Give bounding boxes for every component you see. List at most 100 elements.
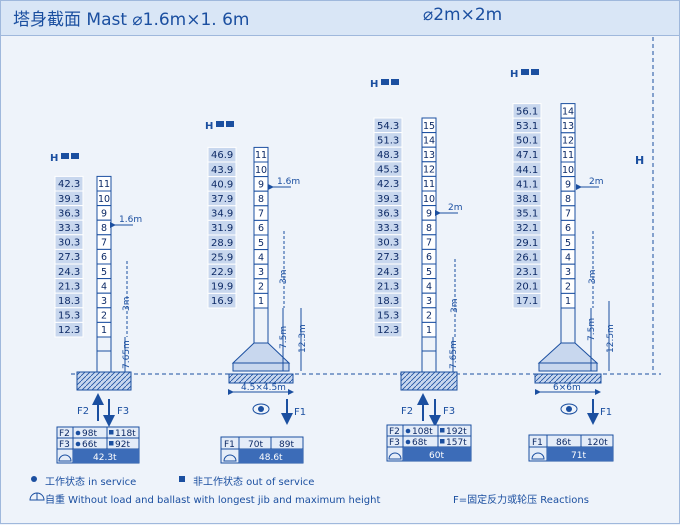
height-column: 46.943.940.937.934.931.928.925.922.919.9… [207,146,237,309]
svg-text:F3: F3 [59,440,70,450]
self-weight-value: 48.6t [259,453,283,463]
section-number: 5 [426,267,432,278]
f1-label: F1 [294,407,306,418]
height-value: 51.3 [377,135,399,146]
force-arrows: F1 [560,399,612,425]
section-number: 13 [562,121,574,132]
svg-text:F2: F2 [59,429,70,439]
section-number: 4 [565,252,571,263]
trolley-icon: H [370,79,399,90]
svg-text:H: H [205,121,213,132]
mast-section [96,321,112,338]
height-value: 33.3 [377,223,399,234]
height-value: 12.3 [58,325,80,336]
svg-text:192t: 192t [446,427,467,437]
height-value: 37.9 [211,194,233,205]
foundation-label: 4.5×4.5m [241,383,286,393]
section-number: 10 [562,165,574,176]
height-column: 42.339.336.333.330.327.324.321.318.315.3… [54,175,84,338]
section-number: 1 [101,325,107,336]
section-number: 4 [426,281,432,292]
height-dimension: H [635,37,654,371]
section-number: 15 [423,121,435,132]
f3-label: F3 [443,406,455,417]
height-value: 27.3 [377,252,399,263]
mast-width-label: 2m [448,203,463,213]
self-weight-icon [29,492,45,501]
height-value: 18.3 [58,296,80,307]
reaction-table: F2 108t 192t F3 68t 157t 60t [386,424,472,462]
mast-section [421,321,437,338]
section-height-label: 3m [450,299,460,314]
height-value: 35.1 [516,209,538,220]
legend-self-weight: 自重 Without load and ballast with longest… [45,495,381,506]
force-arrows: F2 F3 [401,393,455,427]
svg-text:68t: 68t [412,438,427,448]
section-number: 7 [426,238,432,249]
height-value: 36.3 [58,208,80,219]
height-value: 42.3 [377,179,399,190]
height-value: 15.3 [58,311,80,322]
section-height-label: 3m [122,297,132,312]
height-value: 38.1 [516,194,538,205]
header-bar: 塔身截面 Mast ⌀1.6m×1. 6m ⌀2m×2m [1,1,679,36]
height-value: 29.1 [516,238,538,249]
height-value: 41.1 [516,179,538,190]
svg-text:H: H [370,79,378,90]
height-value: 24.3 [377,267,399,278]
tower-4: H 56.153.150.147.144.141.138.135.132.129… [510,69,616,462]
section-number: 5 [101,267,107,278]
reaction-table: F2 98t 118t F3 66t 92t 42.3t [56,426,140,464]
section-number: 2 [565,282,571,293]
section-number: 7 [565,209,571,220]
svg-text:89t: 89t [279,440,294,450]
height-value: 43.9 [211,165,233,176]
height-value: 21.3 [58,281,80,292]
height-value: 30.3 [377,238,399,249]
svg-text:120t: 120t [587,438,608,448]
section-number: 11 [423,179,435,190]
height-value: 40.9 [211,179,233,190]
height-value: 28.9 [211,238,233,249]
section-number: 3 [565,267,571,278]
section-height-label: 3m [279,270,289,285]
svg-text:F2: F2 [389,427,400,437]
section-number: 6 [426,252,432,263]
height-value: 39.3 [377,194,399,205]
height-value: 56.1 [516,106,538,117]
height-value: 18.3 [377,296,399,307]
height-value: 53.1 [516,121,538,132]
height-value: 25.9 [211,252,233,263]
height-value: 34.9 [211,209,233,220]
height-value: 42.3 [58,179,80,190]
legend-reactions: F=固定反力或轮压 Reactions [453,495,589,506]
height-value: 22.9 [211,267,233,278]
section-number: 8 [258,194,264,205]
section-number: 6 [565,223,571,234]
section-number: 2 [426,311,432,322]
height-column: 56.153.150.147.144.141.138.135.132.129.1… [512,103,542,309]
section-number: 12 [562,136,574,147]
section-number: 3 [258,267,264,278]
section-number: 6 [101,252,107,263]
height-cell [54,321,84,338]
section-number: 6 [258,223,264,234]
section-number: 11 [562,150,574,161]
section-number: 5 [258,238,264,249]
f2-label: F2 [77,406,89,417]
section-number: 8 [101,223,107,234]
section-number: 14 [423,135,435,146]
mast-section-title: 塔身截面 Mast ⌀1.6m×1. 6m [13,10,250,30]
base-height-label: 7.5m [279,326,289,349]
tower-3: H 54.351.348.345.342.339.336.333.330.327… [370,79,472,462]
section-number: 8 [565,194,571,205]
height-value: 24.3 [58,267,80,278]
section-number: 2 [101,311,107,322]
svg-text:66t: 66t [82,440,97,450]
height-value: 15.3 [377,311,399,322]
height-value: 32.1 [516,223,538,234]
height-value: 27.3 [58,252,80,263]
svg-text:86t: 86t [556,438,571,448]
